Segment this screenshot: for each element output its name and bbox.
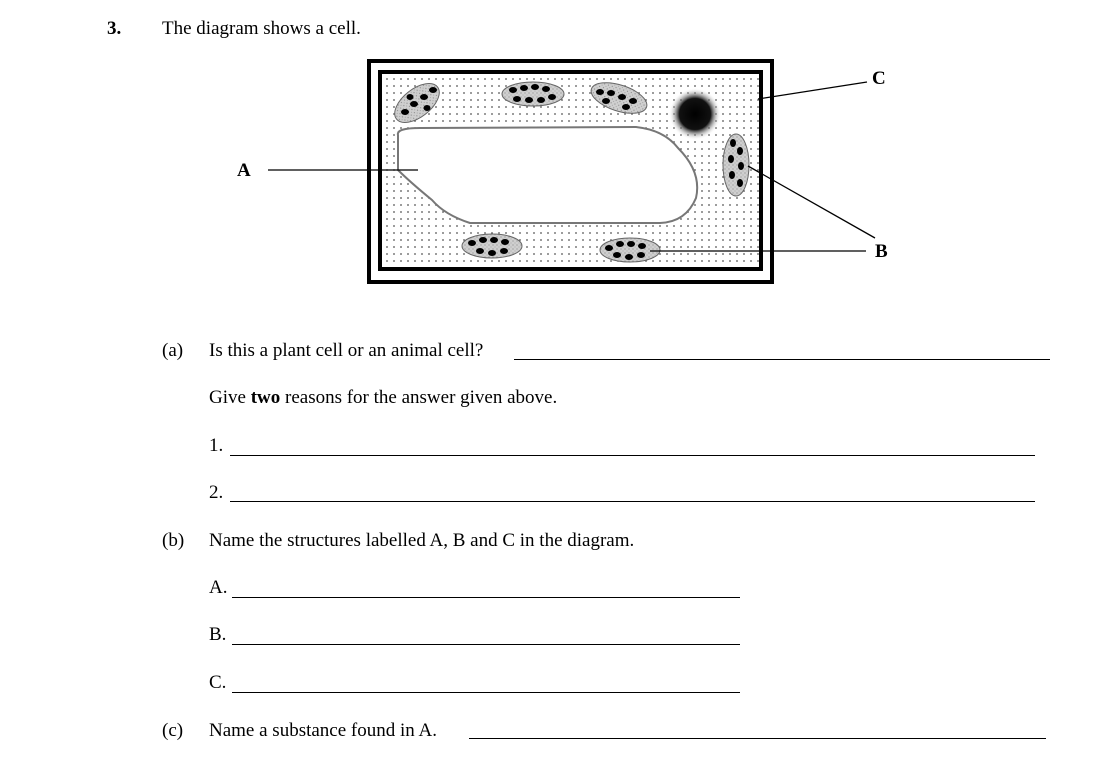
part-a-reasons-prompt: Give two reasons for the answer given ab…: [209, 387, 558, 408]
part-c-letter: (c): [162, 720, 184, 741]
chloroplast-1: [394, 83, 440, 123]
answer-line-a[interactable]: [514, 359, 1050, 360]
answer-line-structure-a[interactable]: [232, 597, 740, 598]
label-b: B: [875, 241, 888, 262]
structure-c-label: C.: [209, 672, 227, 693]
part-b-question: Name the structures labelled A, B and C …: [209, 530, 635, 551]
label-line-b1: [747, 165, 876, 239]
question-number: 3.: [107, 18, 122, 39]
label-c: C: [872, 68, 886, 89]
nucleus: [669, 88, 721, 140]
emphasis-two: two: [250, 387, 281, 408]
label-line-c: [757, 81, 868, 100]
part-a-letter: (a): [162, 340, 184, 361]
chloroplast-3: [590, 82, 648, 114]
chloroplast-4: [722, 133, 750, 197]
part-a-question: Is this a plant cell or an animal cell?: [209, 340, 484, 361]
part-b-letter: (b): [162, 530, 185, 551]
reason-1-label: 1.: [209, 435, 224, 456]
answer-line-reason-1[interactable]: [230, 455, 1035, 456]
answer-line-structure-c[interactable]: [232, 692, 740, 693]
chloroplast-2: [501, 81, 565, 107]
answer-line-structure-b[interactable]: [232, 644, 740, 645]
answer-line-c[interactable]: [469, 738, 1046, 739]
structure-a-label: A.: [209, 577, 228, 598]
chloroplast-6: [599, 237, 661, 263]
vacuole: [396, 125, 699, 224]
cell-diagram: A C B: [237, 59, 888, 284]
reason-2-label: 2.: [209, 482, 224, 503]
label-a: A: [237, 160, 251, 181]
structure-b-label: B.: [209, 624, 227, 645]
chloroplast-5: [461, 233, 523, 259]
part-c-question: Name a substance found in A.: [209, 720, 437, 741]
question-intro: The diagram shows a cell.: [162, 18, 361, 39]
answer-line-reason-2[interactable]: [230, 501, 1035, 502]
